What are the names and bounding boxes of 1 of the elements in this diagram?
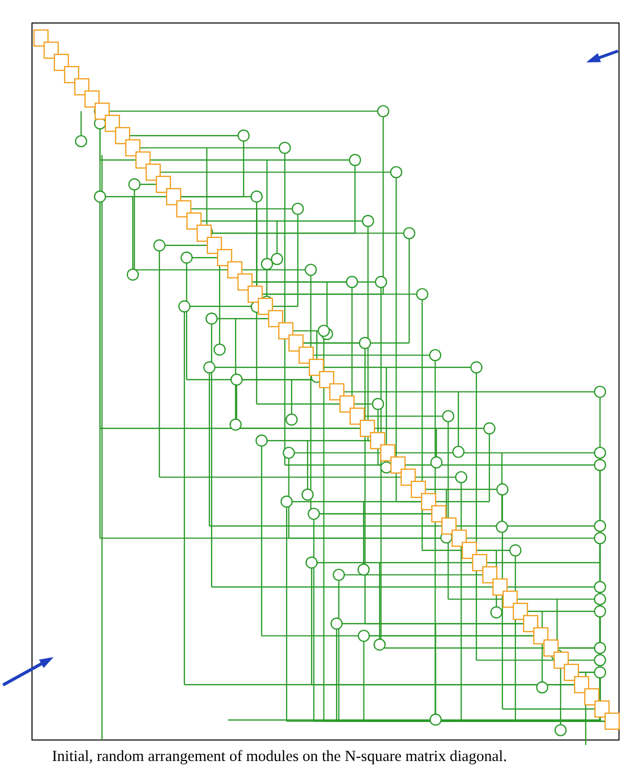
caption: Initial, random arrangement of modules on the N-square matrix diagonal. bbox=[52, 748, 507, 766]
